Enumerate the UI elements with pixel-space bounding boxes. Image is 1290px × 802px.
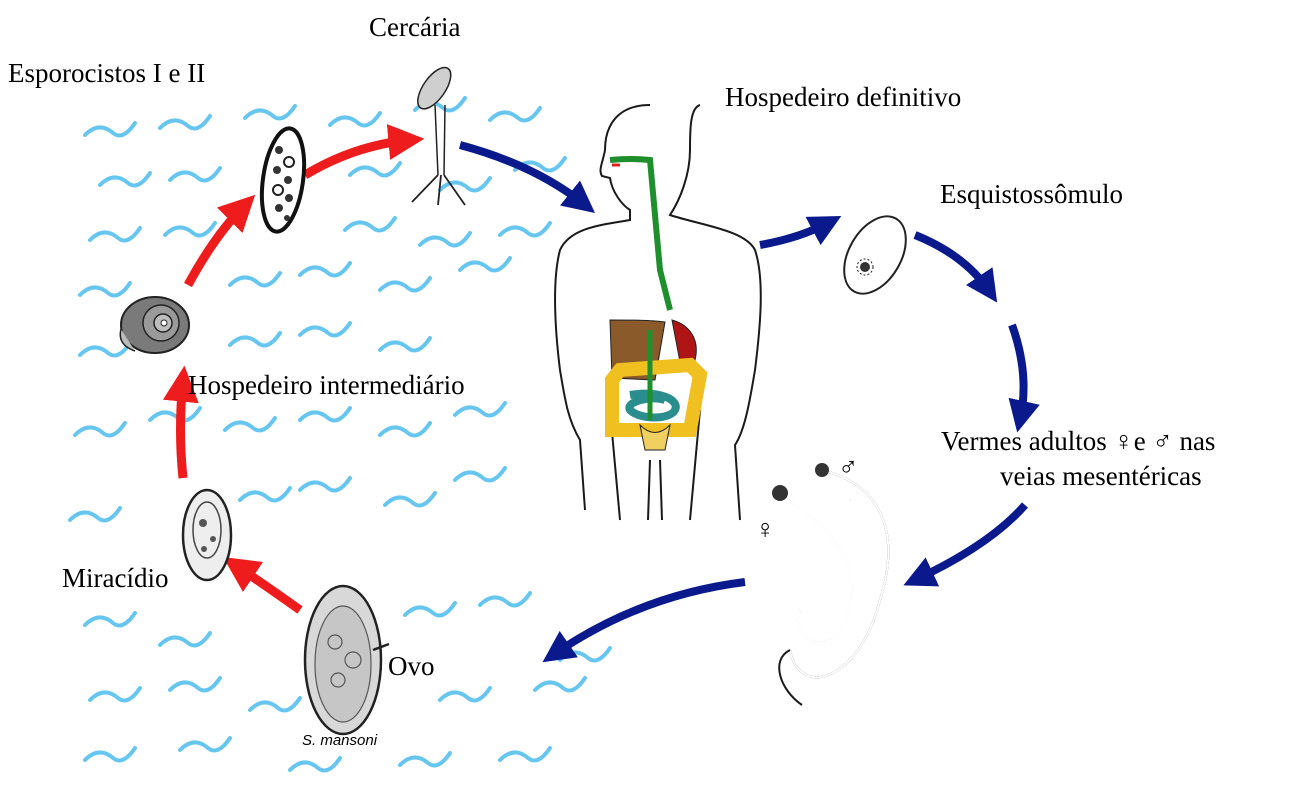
arrow-worms-to-egg (553, 582, 745, 655)
water-wave (300, 478, 350, 490)
female-symbol: ♀ (755, 514, 775, 544)
water-wave (490, 108, 540, 120)
water-wave (80, 343, 130, 355)
water-wave (380, 338, 430, 350)
water-wave (170, 678, 220, 690)
adult-worms-illustration (769, 463, 889, 705)
label-ovo: Ovo (388, 651, 435, 681)
water-wave (180, 738, 230, 750)
water-wave (85, 748, 135, 760)
water-wave (380, 423, 430, 435)
water-wave (170, 168, 220, 180)
water-wave (480, 593, 530, 605)
water-wave (290, 758, 340, 770)
water-wave (160, 633, 210, 645)
water-wave (85, 123, 135, 135)
water-wave (500, 223, 550, 235)
label-esquistossomulo: Esquistossômulo (940, 179, 1123, 209)
water-wave (300, 408, 350, 420)
arrow-cercaria-to-human (460, 145, 585, 205)
water-wave (245, 106, 295, 118)
water-wave (70, 508, 120, 520)
label-cercaria: Cercária (369, 12, 460, 42)
water-wave (535, 678, 585, 690)
arrow-adults-to-worms (915, 505, 1025, 580)
water-wave (160, 116, 210, 128)
water-wave (85, 613, 135, 625)
water-wave (440, 688, 490, 700)
label-miracidio: Miracídio (62, 563, 168, 593)
water-wave (150, 408, 200, 420)
label-vermes-adultos: Vermes adultos ♀e ♂ nas (941, 426, 1215, 456)
water-wave (75, 423, 125, 435)
water-wave (165, 223, 215, 235)
water-wave (350, 163, 400, 175)
label-esporocistos: Esporocistos I e II (8, 58, 205, 88)
label-veias-mesentericas: veias mesentéricas (1000, 461, 1202, 491)
arrow-schistosomulum-to-curve (915, 235, 990, 292)
water-wave (345, 218, 395, 230)
water-wave (385, 493, 435, 505)
egg-illustration (305, 586, 389, 734)
miracidium-illustration (183, 490, 231, 580)
water-wave (230, 333, 280, 345)
water-wave (400, 753, 450, 765)
water-wave (225, 418, 275, 430)
label-species: S. mansoni (302, 732, 378, 749)
snail-illustration (120, 297, 189, 353)
water-wave (300, 323, 350, 335)
arrow-miracidium-to-snail (181, 380, 184, 478)
label-hospedeiro-definitivo: Hospedeiro definitivo (725, 82, 961, 112)
water-wave (460, 258, 510, 270)
water-wave (500, 748, 550, 760)
water-wave (330, 113, 380, 125)
arrow-egg-to-miracidium (235, 565, 300, 610)
water-wave (405, 603, 455, 615)
water-wave (250, 698, 300, 710)
arrow-curve-to-adults (1012, 325, 1024, 420)
water-wave (230, 273, 280, 285)
human-host-illustration (555, 105, 761, 520)
label-hospedeiro-intermediario: Hospedeiro intermediário (188, 370, 465, 400)
schistosomulum-illustration (831, 206, 918, 305)
water-wave (420, 233, 470, 245)
water-wave (300, 263, 350, 275)
water-wave (80, 283, 130, 295)
water-wave (100, 173, 150, 185)
arrow-snail-to-sporocysts (188, 205, 245, 285)
water-wave (90, 688, 140, 700)
arrow-human-to-schistosomulum (760, 222, 830, 245)
water-wave (455, 468, 505, 480)
sporocysts-illustration (256, 126, 310, 235)
water-wave (90, 228, 140, 240)
water-wave (380, 278, 430, 290)
water-wave (455, 403, 505, 415)
male-symbol: ♂ (838, 452, 858, 482)
water-wave (240, 488, 290, 500)
